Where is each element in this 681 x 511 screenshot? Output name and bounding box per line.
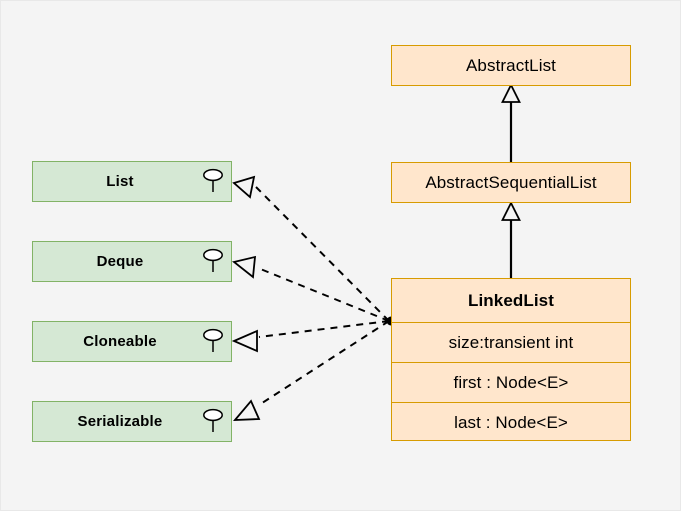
realization-linked-list-to-deque (231, 255, 390, 322)
class-box-linked-list[interactable]: LinkedList size:transient int first : No… (391, 278, 631, 441)
interface-name-serializable: Serializable (77, 413, 163, 430)
class-name-abstract-list: AbstractList (465, 55, 556, 75)
interface-name-deque: Deque (96, 253, 144, 270)
interface-name-list: List (106, 173, 134, 190)
interface-name-cloneable: Cloneable (83, 333, 157, 350)
interface-lollipop-icon (203, 248, 223, 272)
class-attribute-size: size:transient int (392, 322, 630, 362)
interface-box-deque[interactable]: Deque (32, 241, 232, 282)
generalization-abstract-sequential-list-to-abstract-list (501, 82, 521, 162)
class-box-abstract-sequential-list[interactable]: AbstractSequentialList (391, 162, 631, 203)
interface-lollipop-icon (203, 328, 223, 352)
interface-box-cloneable[interactable]: Cloneable (32, 321, 232, 362)
realization-linked-list-to-cloneable (231, 320, 390, 353)
interface-box-list[interactable]: List (32, 161, 232, 202)
realization-linked-list-to-serializable (232, 320, 390, 421)
class-box-abstract-list[interactable]: AbstractList (391, 45, 631, 86)
generalization-linked-list-to-abstract-sequential-list (501, 200, 521, 278)
interface-lollipop-icon (203, 408, 223, 432)
class-attribute-last: last : Node<E> (392, 402, 630, 442)
class-name-abstract-sequential-list: AbstractSequentialList (425, 172, 597, 192)
interface-box-serializable[interactable]: Serializable (32, 401, 232, 442)
class-attribute-first: first : Node<E> (392, 362, 630, 402)
realization-linked-list-to-list (232, 175, 390, 322)
class-name-linked-list: LinkedList (467, 290, 554, 310)
interface-lollipop-icon (203, 168, 223, 192)
